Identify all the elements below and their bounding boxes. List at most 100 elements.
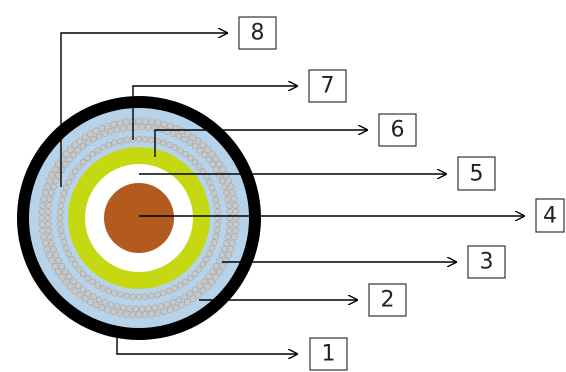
shield-strand: [70, 277, 77, 285]
label-1-text: 1: [322, 342, 336, 367]
shield-strand: [48, 257, 56, 265]
shield-strand: [41, 189, 49, 197]
shield-strand: [213, 202, 221, 209]
shield-strand: [113, 303, 121, 310]
shield-strand: [71, 141, 79, 149]
shield-strand: [74, 147, 82, 154]
shield-strand: [171, 144, 179, 151]
label-3-text: 3: [480, 250, 494, 275]
shield-strand: [145, 124, 152, 131]
shield-strand: [216, 160, 224, 168]
shield-strand: [209, 161, 216, 168]
shield-strand: [57, 202, 65, 209]
shield-strand: [229, 239, 237, 247]
shield-strand: [60, 239, 68, 246]
shield-strand: [126, 124, 133, 131]
shield-strand: [154, 309, 162, 317]
shield-strand: [148, 118, 156, 126]
shield-strand: [129, 293, 137, 301]
shield-strand: [66, 156, 73, 163]
shield-strand: [119, 125, 127, 132]
shield-strand: [71, 168, 79, 175]
shield-strand: [58, 196, 66, 203]
shield-strand: [157, 303, 165, 310]
shield-strand: [84, 154, 91, 162]
shield-strand: [89, 150, 96, 158]
shield-strand: [182, 278, 189, 286]
shield-strand: [117, 291, 124, 299]
shield-strand: [54, 268, 62, 276]
shield-strand: [195, 266, 203, 273]
shield-strand: [44, 208, 52, 215]
shield-strand: [84, 290, 92, 297]
shield-strand: [225, 251, 233, 259]
shield-strand: [132, 305, 140, 313]
shield-strand: [90, 135, 97, 143]
shield-strand: [48, 239, 55, 247]
shield-strand: [58, 166, 66, 174]
shield-strand: [212, 273, 220, 281]
conductor-core: [104, 183, 174, 253]
shield-strand: [218, 251, 226, 259]
shield-strand: [50, 183, 57, 191]
leader-line-8: [60, 33, 227, 187]
label-7-text: 7: [321, 74, 335, 99]
shield-strand: [116, 309, 124, 317]
shield-strand: [98, 304, 106, 312]
label-8: 8: [238, 16, 277, 50]
shield-strand: [187, 274, 194, 282]
shield-strand: [208, 278, 216, 286]
shield-strand: [191, 158, 199, 166]
leader-line-1: [116, 335, 297, 354]
shield-strand: [154, 119, 162, 127]
shield-strand: [194, 291, 202, 299]
shield-strand: [212, 196, 220, 203]
shield-strand: [151, 304, 159, 311]
shield-strand: [79, 270, 87, 278]
shield-strand: [209, 268, 216, 275]
shield-strand: [177, 282, 184, 289]
label-boxes: 8 7 6 5 4 3 2 1: [238, 16, 565, 371]
shield-strand: [230, 195, 238, 203]
shield-strand: [51, 166, 59, 173]
shield-strand: [122, 118, 130, 126]
shield-strand: [212, 233, 220, 240]
shield-strand: [132, 123, 140, 131]
shield-strand: [210, 190, 218, 197]
shield-strand: [191, 143, 199, 150]
shield-strand: [227, 183, 235, 191]
shield-strand: [141, 135, 149, 143]
shield-strand: [224, 233, 232, 241]
shield-strand: [218, 177, 226, 185]
shield-strand: [66, 145, 74, 153]
shield-strand: [66, 283, 74, 291]
shield-strand: [201, 277, 208, 285]
shield-strand: [71, 261, 79, 268]
shield-strand: [191, 270, 199, 278]
shield-strand: [94, 282, 101, 289]
shield-strand: [105, 141, 113, 149]
shield-strand: [213, 227, 221, 234]
shield-strand: [232, 208, 240, 216]
shield-strand: [194, 137, 202, 145]
shield-strand: [58, 262, 66, 270]
shield-strand: [175, 132, 183, 140]
shield-strand: [141, 293, 149, 301]
shield-strand: [43, 183, 51, 191]
shield-strand: [116, 119, 124, 127]
shield-strand: [212, 262, 220, 270]
shield-strand: [226, 208, 234, 215]
label-2: 2: [368, 283, 407, 317]
shield-strand: [210, 239, 218, 246]
shield-strand: [50, 245, 57, 253]
shield-strand: [92, 301, 100, 309]
shield-strand: [70, 151, 77, 159]
shield-strand: [99, 285, 107, 292]
shield-strand: [117, 137, 124, 145]
label-5-text: 5: [470, 162, 484, 187]
label-8-text: 8: [251, 21, 265, 46]
shield-strand: [165, 141, 173, 149]
shield-strand: [66, 273, 73, 280]
shield-strand: [104, 306, 112, 314]
shield-strand: [126, 305, 133, 312]
